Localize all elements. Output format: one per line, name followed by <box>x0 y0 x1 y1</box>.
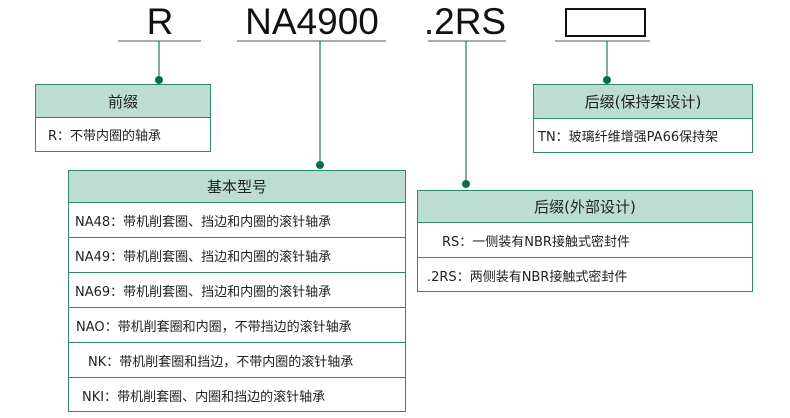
suffix-dot <box>462 180 470 188</box>
prefix-dot <box>155 76 163 84</box>
seal-title: 后缀(外部设计) <box>418 191 752 223</box>
basic-row: NKI：带机削套圈、内圈和挡边的滚针轴承 <box>82 390 326 405</box>
basic-row: NK：带机削套圈和挡边，不带内圈的滚针轴承 <box>69 343 405 378</box>
basic-box: 基本型号 NA48：带机削套圈、挡边和内圈的滚针轴承 NA49：带机削套圈、挡边… <box>68 170 406 412</box>
cage-dot <box>603 76 611 84</box>
seal-box: 后缀(外部设计) RS：一侧装有NBR接触式密封件 .2RS：两侧装有NBR接触… <box>417 190 753 292</box>
cage-title: 后缀(保持架设计) <box>534 85 752 119</box>
code-basic: NA4900 <box>245 1 379 42</box>
seal-row: RS：一侧装有NBR接触式密封件 <box>418 223 752 258</box>
cage-row: TN：玻璃纤维增强PA66保持架 <box>538 130 719 145</box>
seal-row: .2RS：两侧装有NBR接触式密封件 <box>427 269 628 285</box>
prefix-title: 前缀 <box>36 85 210 118</box>
basic-row: NA49：带机削套圈、挡边和内圈的滚针轴承 <box>69 238 405 273</box>
basic-row: NA69：带机削套圈、挡边和内圈的滚针轴承 <box>69 273 405 308</box>
code-suffix: .2RS <box>423 1 507 42</box>
cage-box: 后缀(保持架设计) TN：玻璃纤维增强PA66保持架 <box>533 84 753 153</box>
code-prefix: R <box>146 1 174 42</box>
basic-title: 基本型号 <box>69 171 405 203</box>
basic-dot <box>316 161 324 169</box>
prefix-row: R：不带内圈的轴承 <box>48 129 162 144</box>
basic-row: NA48：带机削套圈、挡边和内圈的滚针轴承 <box>69 203 405 238</box>
basic-row: NAO：带机削套圈和内圈，不带挡边的滚针轴承 <box>69 308 405 343</box>
blank-cage-code-box <box>565 8 646 37</box>
prefix-box: 前缀 R：不带内圈的轴承 <box>35 84 211 152</box>
